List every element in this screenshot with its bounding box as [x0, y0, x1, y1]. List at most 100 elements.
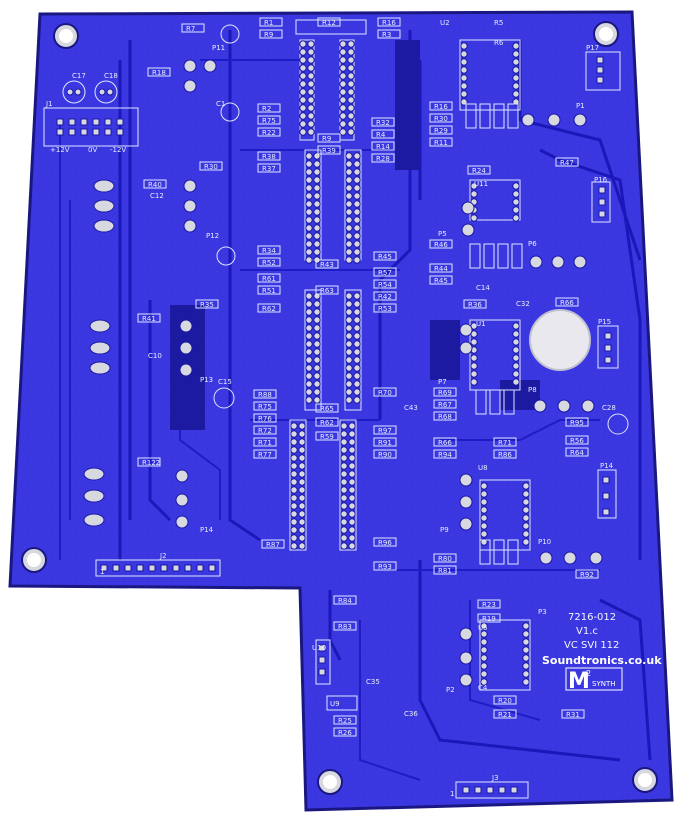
header-pin: [68, 128, 76, 136]
ic-pad: [290, 462, 298, 470]
svg-text:C14: C14: [476, 284, 490, 292]
header-pin: [68, 118, 76, 126]
ic-pad: [313, 396, 321, 404]
ic-pad: [347, 40, 355, 48]
header-pin: [124, 564, 132, 572]
m2-logo: M 2 SYNTH: [565, 667, 623, 694]
ic-pad: [345, 356, 353, 364]
ic-pad: [348, 454, 356, 462]
ic-pad: [298, 438, 306, 446]
ic-pad: [512, 370, 520, 378]
svg-text:C32: C32: [516, 300, 530, 308]
ic-pad: [313, 364, 321, 372]
svg-text:R69: R69: [438, 389, 452, 397]
silkscreen-labels: R7 R1 R9 R12 R16 R3 U2 R5 R6 R18 R2 R75 …: [45, 19, 616, 798]
ic-pad: [340, 542, 348, 550]
ic-pad: [313, 388, 321, 396]
svg-text:R26: R26: [338, 729, 352, 737]
ic-pad: [290, 454, 298, 462]
svg-text:R52: R52: [262, 259, 276, 267]
ic-pad: [460, 50, 468, 58]
ic-pad: [345, 248, 353, 256]
ic-pad: [353, 160, 361, 168]
ic-pad: [313, 184, 321, 192]
ic-pad: [307, 80, 315, 88]
ic-pad: [353, 224, 361, 232]
ic-pad: [353, 308, 361, 316]
ic-pad: [512, 82, 520, 90]
svg-text:R34: R34: [262, 247, 276, 255]
ic-pad: [299, 72, 307, 80]
ic-pad: [345, 292, 353, 300]
ic-pad: [307, 64, 315, 72]
ic-pad: [353, 348, 361, 356]
svg-text:+12V: +12V: [50, 146, 70, 154]
ic-pad: [340, 422, 348, 430]
ic-pad: [340, 462, 348, 470]
ic-pad: [353, 240, 361, 248]
ic-pad: [347, 104, 355, 112]
ic-pad: [345, 316, 353, 324]
ic-pad: [522, 498, 530, 506]
ic-pad: [480, 482, 488, 490]
ic-pad: [347, 112, 355, 120]
ic-pad: [298, 518, 306, 526]
ic-pad: [512, 74, 520, 82]
svg-text:R16: R16: [434, 103, 448, 111]
header-pin: [498, 786, 506, 794]
ic-pad: [480, 506, 488, 514]
ic-pad: [340, 534, 348, 542]
header-pin: [604, 356, 612, 364]
logo-letter: M: [568, 669, 590, 694]
svg-text:R45: R45: [434, 277, 448, 285]
ic-pad: [298, 454, 306, 462]
ic-pad: [353, 388, 361, 396]
header-pin: [486, 786, 494, 794]
ic-pad: [480, 638, 488, 646]
ic-pad: [480, 678, 488, 686]
ic-pad: [340, 454, 348, 462]
ic-pad: [313, 380, 321, 388]
ic-pad: [305, 316, 313, 324]
svg-text:P9: P9: [440, 526, 449, 534]
ic-pad: [347, 88, 355, 96]
svg-text:R14: R14: [376, 143, 390, 151]
ic-pad: [305, 208, 313, 216]
ic-pad: [290, 446, 298, 454]
svg-text:R86: R86: [498, 451, 512, 459]
ic-pad: [290, 438, 298, 446]
ic-pad: [298, 494, 306, 502]
svg-text:R92: R92: [580, 571, 594, 579]
ic-pad: [353, 248, 361, 256]
svg-text:R62: R62: [262, 305, 276, 313]
ic-pad: [353, 332, 361, 340]
svg-text:R56: R56: [570, 437, 584, 445]
ic-pad: [313, 160, 321, 168]
ic-pad: [345, 340, 353, 348]
ic-pad: [340, 526, 348, 534]
ic-pad: [512, 198, 520, 206]
ic-pad: [298, 542, 306, 550]
ic-pad: [353, 396, 361, 404]
ic-pad: [307, 56, 315, 64]
ic-pad: [522, 678, 530, 686]
ic-pad: [460, 90, 468, 98]
ic-pad: [299, 64, 307, 72]
svg-text:R47: R47: [560, 159, 574, 167]
ic-pad: [340, 446, 348, 454]
jack-pads: [83, 59, 603, 687]
ic-pad: [290, 534, 298, 542]
svg-text:C43: C43: [404, 404, 418, 412]
ic-pad: [353, 208, 361, 216]
ic-pad: [470, 354, 478, 362]
ic-pad: [339, 72, 347, 80]
svg-text:R35: R35: [200, 301, 214, 309]
ic-pad: [339, 96, 347, 104]
svg-text:R83: R83: [338, 623, 352, 631]
ic-pad: [345, 208, 353, 216]
version: V1.c: [576, 626, 598, 637]
ic-pad: [305, 300, 313, 308]
ic-pad: [340, 502, 348, 510]
ic-pad: [290, 526, 298, 534]
